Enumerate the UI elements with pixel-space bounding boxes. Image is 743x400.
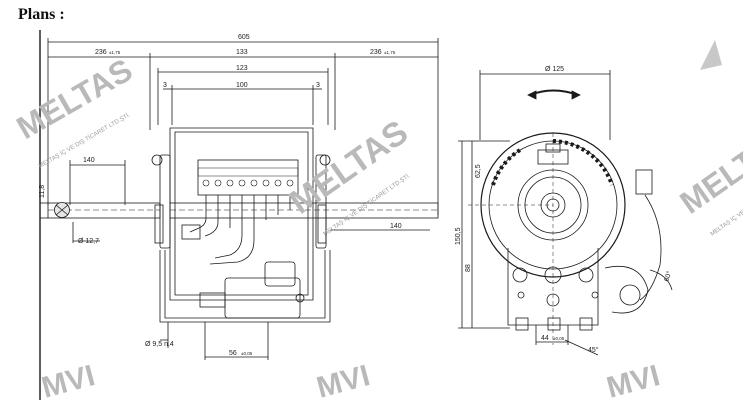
dim-right-shaft-tol: ±1,75 (384, 50, 396, 55)
dim-housing-dia: Ø 125 (545, 66, 564, 73)
svg-text:MVI: MVI (603, 359, 663, 400)
watermark-mvi-1: MVI (38, 359, 98, 400)
front-view (458, 70, 673, 356)
dim-angle1: 45° (588, 346, 599, 354)
svg-text:MELTAS: MELTAS (283, 113, 415, 221)
dim-bore: Ø 12,7 (78, 238, 99, 245)
dim-hole-spacing: 56 (229, 350, 237, 357)
dim-shaft-left-len: 140 (83, 157, 95, 164)
dim-base-width: 44 (541, 335, 549, 342)
dim-overall: 605 (238, 34, 250, 41)
left-shaft (40, 160, 161, 243)
dim-holes: Ø 9,5 n.4 (145, 341, 174, 348)
watermark-meltas-left: MELTAS MELTAŞ İÇ VE DIŞ TİCARET LTD.ŞTİ. (11, 51, 139, 169)
dim-hole-spacing-tol: ±0,05 (241, 351, 253, 356)
bottom-dimensions (160, 322, 269, 360)
dim-gap-right: 3 (316, 82, 320, 89)
dim-shaft-right-len: 140 (390, 223, 402, 230)
watermark-meltas-right: MELTAS MELTAŞ İÇ VE DIŞ TİCARET LTD.ŞTİ. (673, 119, 743, 238)
svg-text:MVI: MVI (38, 359, 98, 400)
watermark-logo-top (700, 40, 722, 70)
dim-gap-left: 3 (163, 82, 167, 89)
dim-angle2: 60° (662, 270, 673, 283)
dim-inner: 123 (236, 65, 248, 72)
dim-left-shaft: 236 (95, 49, 107, 56)
dim-shaft-dia: 11,8 (39, 185, 46, 198)
dim-left-shaft-tol: ±1,75 (109, 50, 121, 55)
dim-core: 100 (236, 82, 248, 89)
svg-text:MVI: MVI (313, 359, 373, 400)
dim-h-lower: 88 (465, 264, 472, 272)
svg-text:MELTAS: MELTAS (11, 51, 139, 146)
dim-h-total: 150,5 (455, 227, 462, 245)
watermark-mvi-3: MVI (603, 359, 663, 400)
watermark-mvi-2: MVI (313, 359, 373, 400)
svg-text:MELTAS: MELTAS (673, 119, 743, 221)
plans-title: Plans : (18, 6, 65, 23)
dim-base-width-tol: ±0,05 (553, 336, 565, 341)
dim-body: 133 (236, 49, 248, 56)
top-dimensions (47, 38, 439, 215)
motor-body (151, 127, 439, 323)
dim-h-upper: 62,5 (475, 164, 482, 178)
dim-right-shaft: 236 (370, 49, 382, 56)
